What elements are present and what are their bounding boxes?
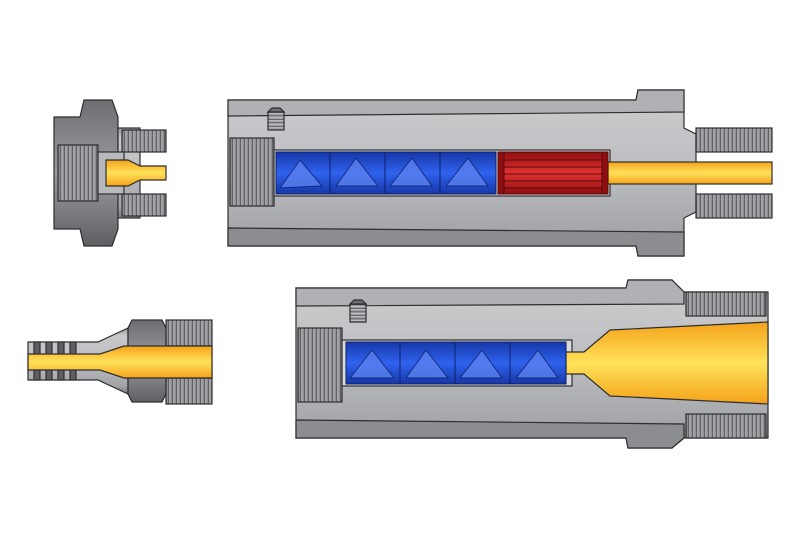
fitting-bore (105, 159, 167, 187)
mixer-elements-bottom (345, 341, 567, 385)
housing-cone-bore (565, 321, 769, 405)
fitting-internal-thread (57, 144, 99, 202)
fitting-external-thread-lower (121, 193, 167, 217)
housing-inlet-thread (297, 327, 343, 403)
housing-outlet-bore (607, 161, 773, 185)
mixer-element (509, 341, 567, 385)
housing-outlet-thread-lower (685, 413, 767, 439)
housing-outlet-thread-upper (695, 127, 773, 153)
mixer-elements-top (275, 151, 497, 195)
set-screw-icon (348, 299, 368, 323)
housing-bottom-face (227, 227, 685, 257)
housing-bottom-face (295, 419, 685, 449)
housing-outlet-thread-lower (695, 193, 773, 219)
barb-bore (27, 345, 213, 379)
fitting-external-thread-upper (121, 129, 167, 153)
mixer-element (384, 151, 441, 195)
inlet-fitting-top (53, 99, 167, 247)
set-screw-icon (266, 107, 286, 131)
mixer-element (345, 341, 401, 385)
housing-outlet-thread-upper (685, 291, 767, 317)
housing-inlet-thread (229, 137, 275, 207)
mixer-element (275, 151, 331, 195)
mixer-element (439, 151, 497, 195)
housing-top-face (227, 89, 685, 117)
mixer-element (454, 341, 511, 385)
mixer-housing-bottom (295, 279, 769, 449)
mixer-element (399, 341, 456, 385)
mixer-element (329, 151, 386, 195)
filter-element-icon (497, 151, 609, 195)
hose-barb-fitting-bottom (27, 319, 213, 405)
barb-thread-lower (165, 377, 213, 405)
barb-thread-upper (165, 319, 213, 347)
